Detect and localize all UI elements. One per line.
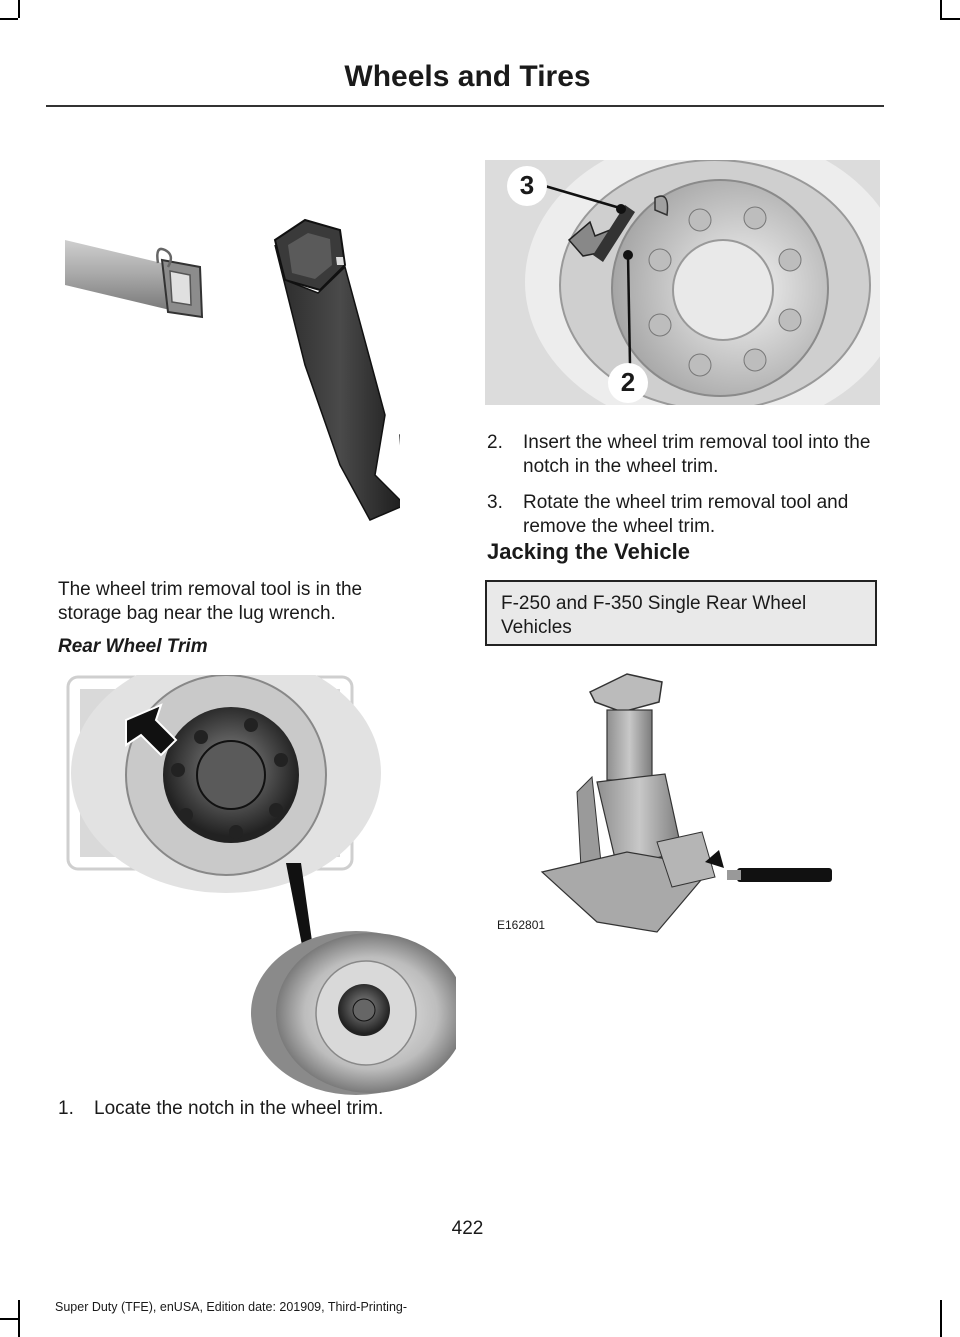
step-text: Rotate the wheel trim removal tool and r… — [523, 492, 849, 537]
crop-mark — [940, 1300, 942, 1337]
page-title: Wheels and Tires — [344, 60, 591, 93]
step-number: 3. — [487, 492, 503, 513]
section-heading: Jacking the Vehicle — [487, 539, 690, 564]
step-item: 1. Locate the notch in the wheel trim. — [58, 1097, 438, 1121]
step-list-left: 1. Locate the notch in the wheel trim. — [58, 1097, 438, 1133]
header-divider — [46, 105, 884, 107]
vehicle-note-box: F-250 and F-350 Single Rear Wheel Vehicl… — [485, 580, 877, 646]
jack-illustration: E162801 — [487, 672, 847, 937]
callout-2: 2 — [620, 367, 636, 397]
step-number: 2. — [487, 432, 503, 453]
step-item: 3. Rotate the wheel trim removal tool an… — [487, 491, 882, 539]
page-number: 422 — [451, 1218, 484, 1239]
rear-wheel-illustration — [66, 675, 456, 1095]
step-list-right: 2. Insert the wheel trim removal tool in… — [487, 431, 882, 551]
rear-wheel-trim-subheading: Rear Wheel Trim — [58, 636, 208, 657]
step-number: 1. — [58, 1098, 74, 1119]
wheel-trim-closeup-illustration: 3 2 — [485, 160, 880, 405]
crop-mark — [0, 1318, 18, 1320]
step-text: Insert the wheel trim removal tool into … — [523, 432, 871, 477]
crop-mark — [0, 18, 18, 20]
edition-footer: Super Duty (TFE), enUSA, Edition date: 2… — [55, 1300, 408, 1314]
callout-3: 3 — [519, 170, 535, 200]
vehicle-note-text: F-250 and F-350 Single Rear Wheel Vehicl… — [501, 593, 807, 638]
tool-location-note: The wheel trim removal tool is in the st… — [58, 579, 363, 624]
step-item: 2. Insert the wheel trim removal tool in… — [487, 431, 882, 479]
crop-mark — [940, 0, 942, 18]
step-text: Locate the notch in the wheel trim. — [94, 1098, 384, 1119]
trim-tool-illustration — [60, 205, 400, 525]
crop-mark — [18, 0, 20, 18]
crop-mark — [940, 18, 960, 20]
crop-mark — [18, 1300, 20, 1337]
jack-figure-id: E162801 — [497, 918, 546, 932]
